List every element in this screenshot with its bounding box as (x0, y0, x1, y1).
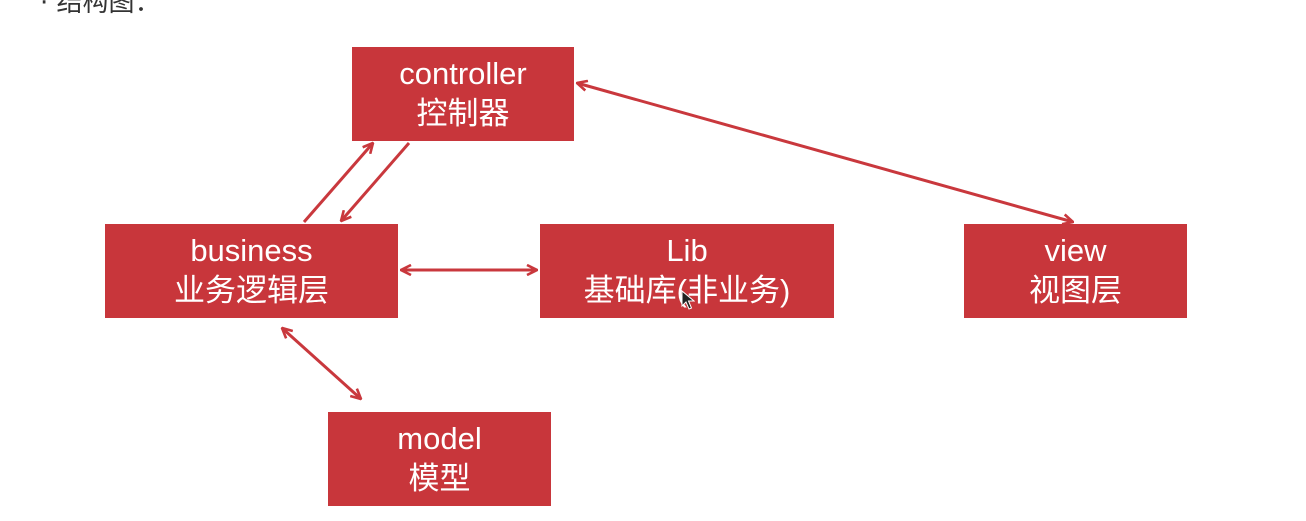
controller-label-zh: 控制器 (416, 96, 510, 131)
arrow-business-model (282, 328, 361, 399)
business-label-en: business (190, 233, 313, 268)
model-box: model 模型 (328, 412, 551, 506)
arrow-business-to-controller (302, 143, 373, 223)
business-box: business 业务逻辑层 (105, 224, 398, 318)
arrow-controller-view (577, 83, 1073, 222)
controller-label-en: controller (399, 56, 527, 91)
mouse-cursor-icon (681, 290, 695, 310)
view-box: view 视图层 (964, 224, 1187, 318)
controller-box: controller 控制器 (352, 47, 574, 141)
view-label-en: view (1044, 233, 1107, 268)
model-label-zh: 模型 (408, 461, 471, 496)
view-label-zh: 视图层 (1029, 273, 1122, 308)
lib-label-en: Lib (666, 233, 708, 268)
model-label-en: model (397, 421, 482, 456)
business-label-zh: 业务逻辑层 (174, 273, 329, 308)
arrow-controller-to-business (341, 142, 411, 221)
